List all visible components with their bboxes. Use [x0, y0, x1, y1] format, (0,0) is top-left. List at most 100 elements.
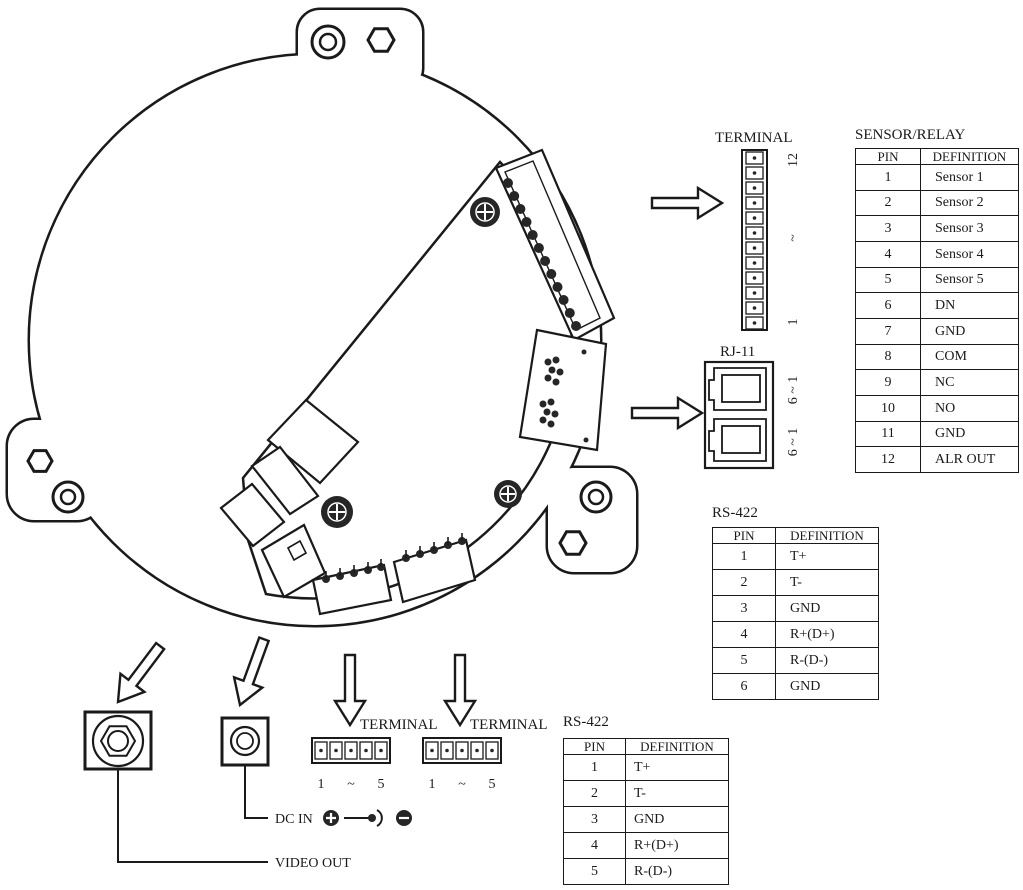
pin-definition-cell: NO [920, 394, 1019, 422]
rj11-connector [703, 360, 775, 470]
pin-number-cell: 3 [855, 215, 921, 242]
pin-number-cell: 6 [855, 292, 921, 319]
pin-definition-cell: DN [920, 292, 1019, 319]
mounting-hole-ring [579, 480, 613, 514]
board-terminal-block [311, 559, 393, 616]
mounting-hole-hex [26, 449, 54, 473]
board-terminal-strip [494, 148, 616, 342]
rs422-side-title: RS-422 [712, 505, 758, 521]
rj11-label: RJ-11 [720, 344, 755, 360]
video-out-bnc-connector [83, 710, 153, 771]
sensor-relay-title: SENSOR/RELAY [855, 127, 966, 143]
pin-number-cell: 12 [855, 446, 921, 473]
pin-number-cell: 5 [712, 647, 776, 674]
terminal-end-pin: 5 [378, 777, 385, 792]
board-terminal-block [392, 533, 477, 604]
sensor-relay-terminal [741, 149, 768, 331]
board-aux-socket [219, 482, 286, 548]
pin-number-cell: 5 [855, 266, 921, 294]
pin-definition-cell: R-(D-) [775, 647, 879, 674]
board-rj11-module [518, 328, 608, 452]
polarity-plus-icon [323, 810, 339, 826]
pin-definition-cell: GND [775, 595, 879, 622]
mounting-hole-hex [366, 27, 396, 53]
pin-definition-cell: Sensor 2 [920, 189, 1019, 217]
arrow-right-icon [650, 186, 724, 220]
pin-definition-cell: ALR OUT [920, 446, 1019, 473]
pin-number-cell: 2 [563, 780, 626, 807]
pin-number-cell: 7 [855, 317, 921, 345]
arrow-down-icon [443, 653, 477, 727]
pin-number-cell: 4 [563, 832, 626, 859]
bottom-terminal-label: TERMINAL [360, 717, 438, 733]
terminal-start-pin: 1 [318, 777, 325, 792]
terminal-range-mark: ~ [347, 777, 355, 792]
pin-header: PIN [855, 148, 921, 165]
video-out-lead-line [117, 769, 268, 863]
mounting-hole-ring [310, 24, 346, 60]
arrow-down-left-icon [104, 635, 174, 713]
dc-in-jack [220, 716, 270, 767]
terminal-pin-high-label: 12 [786, 153, 801, 167]
pin-header: PIN [563, 738, 626, 755]
pin-number-cell: 1 [712, 543, 776, 570]
terminal-end-pin: 5 [489, 777, 496, 792]
pin-number-cell: 9 [855, 369, 921, 396]
pin-definition-cell: Sensor 4 [920, 240, 1019, 268]
rs422-terminal-block [311, 737, 391, 764]
pin-definition-cell: T- [775, 569, 879, 596]
pin-number-cell: 1 [563, 754, 626, 781]
board-white-connector [260, 523, 327, 599]
terminal-range-mark: ~ [458, 777, 466, 792]
pin-number-cell: 3 [563, 806, 626, 833]
pin-number-cell: 6 [712, 673, 776, 700]
video-out-label: VIDEO OUT [275, 856, 351, 871]
rj11-jack-pin-range: 6 ~ 1 [786, 428, 801, 457]
mounting-hole-hex [558, 530, 588, 556]
pin-definition-cell: T- [625, 780, 729, 807]
pin-definition-cell: T+ [625, 754, 729, 781]
arrow-down-left-icon [224, 632, 280, 712]
pin-number-cell: 2 [855, 189, 921, 217]
screw-post [494, 480, 522, 508]
rs422-bottom-title: RS-422 [563, 714, 609, 730]
pin-definition-cell: NC [920, 369, 1019, 396]
pin-definition-cell: Sensor 5 [920, 266, 1019, 294]
terminal-start-pin: 1 [429, 777, 436, 792]
arrow-right-icon [630, 396, 704, 430]
rj11-jack [708, 367, 767, 411]
pin-definition-cell: R+(D+) [625, 832, 729, 859]
definition-header: DEFINITION [920, 148, 1019, 165]
rs422-terminal-block [422, 737, 502, 764]
screw-post [321, 496, 353, 528]
pin-definition-cell: COM [920, 343, 1019, 371]
dc-in-lead-line [244, 765, 268, 819]
rj11-jack-pin-range: 6 ~ 1 [786, 376, 801, 405]
mounting-hole-ring [51, 480, 85, 514]
center-pin-icon [344, 809, 383, 827]
pin-definition-cell: GND [775, 673, 879, 700]
